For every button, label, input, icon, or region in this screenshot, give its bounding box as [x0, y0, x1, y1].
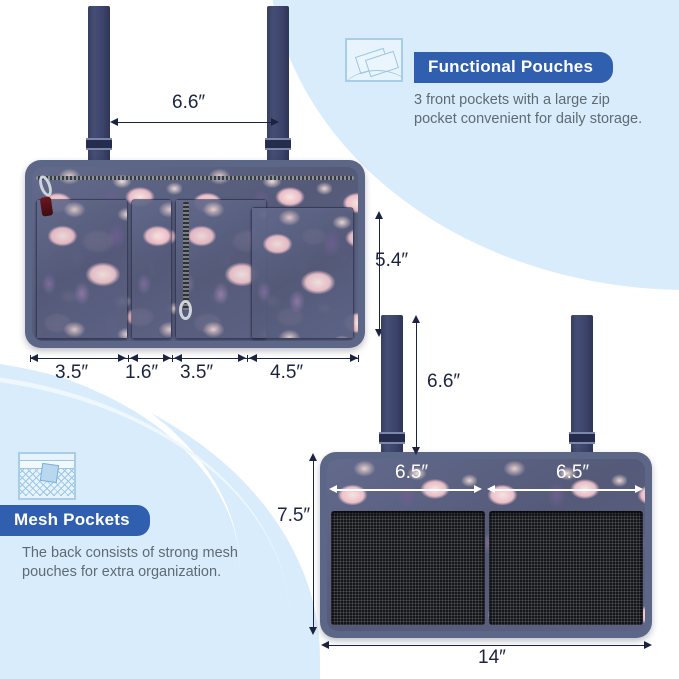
- front-pocket-2-fabric: [132, 200, 171, 338]
- feature-mesh-pockets-badge-wrap: Mesh Pockets: [0, 505, 150, 536]
- dim-back-strap-line: [416, 322, 417, 448]
- dim-back-height: 7.5″: [277, 505, 311, 526]
- back-strap-right: [571, 315, 593, 455]
- dim-back-height-line: [313, 460, 314, 628]
- feature-functional-pouches-badge-wrap: Functional Pouches: [414, 52, 614, 83]
- dim-front-strap-spacing: 6.6″: [172, 92, 206, 113]
- back-strap-left-buckle: [379, 432, 405, 444]
- back-strap-left: [381, 315, 403, 455]
- dim-front-tick-2: [172, 355, 173, 362]
- dim-front-height-arrow-up: [375, 211, 383, 219]
- dim-front-w3-arrow-r: [350, 354, 358, 362]
- dim-back-width: 14″: [478, 647, 506, 668]
- back-organizer-face: [327, 459, 645, 631]
- front-pocket-1: [36, 199, 128, 339]
- back-organizer-body: [320, 452, 652, 638]
- front-pocket-2: [131, 199, 172, 339]
- feature-functional-pouches-desc-wrap: 3 front pockets with a large zip pocket …: [414, 85, 672, 129]
- dim-back-mesh-line-2: [490, 489, 638, 491]
- mesh-icon: [18, 452, 76, 500]
- dim-back-strap-length: 6.6″: [427, 371, 461, 392]
- dim-back-mesh-arrow-l1: [329, 485, 337, 493]
- front-organizer-face: [32, 167, 358, 341]
- dim-front-strap-arrow-left: [110, 118, 118, 126]
- front-strap-left-buckle: [86, 138, 112, 150]
- dim-front-height: 5.4″: [375, 250, 409, 271]
- dim-back-width-arrow-r: [644, 641, 652, 649]
- dim-back-height-arrow-down: [309, 627, 317, 635]
- front-zip-pocket: [251, 207, 354, 339]
- back-strap-right-buckle: [569, 432, 595, 444]
- dim-back-width-arrow-l: [321, 641, 329, 649]
- pouch-icon: [345, 38, 403, 82]
- feature-mesh-pockets-desc-wrap: The back consists of strong mesh pouches…: [22, 538, 287, 582]
- dim-front-width-1: 3.5″: [55, 362, 89, 383]
- feature-mesh-pockets: [18, 452, 76, 500]
- front-vertical-zipper: [183, 202, 189, 310]
- dim-front-w2-arrow-r: [238, 354, 246, 362]
- dim-front-tick-1: [128, 355, 129, 362]
- dim-back-strap-arrow-down: [412, 447, 420, 455]
- dim-front-tick-3: [247, 355, 248, 362]
- dim-front-w0-arrow-r: [118, 354, 126, 362]
- dim-back-height-arrow-up: [309, 453, 317, 461]
- front-zipper-pull-ring: [179, 300, 192, 320]
- dim-front-width-4: 4.5″: [270, 362, 304, 383]
- dim-front-w1-arrow-r: [163, 354, 171, 362]
- dim-front-strap-spacing-line: [117, 122, 273, 123]
- front-pocket-1-fabric: [37, 200, 127, 338]
- dim-back-mesh-arrow-r1: [474, 485, 482, 493]
- front-zip-pocket-fabric: [252, 208, 353, 338]
- front-strap-right-buckle: [265, 138, 291, 150]
- dim-front-w3-arrow-l: [249, 354, 257, 362]
- dim-back-mesh-line-1: [332, 489, 477, 491]
- dim-back-mesh-width-2: 6.5″: [556, 462, 590, 483]
- front-organizer-body: [25, 160, 365, 348]
- dim-front-w2-arrow-l: [174, 354, 182, 362]
- description-functional-pouches: 3 front pockets with a large zip pocket …: [414, 92, 643, 128]
- dim-front-w0-arrow-l: [30, 354, 38, 362]
- badge-mesh-pockets: Mesh Pockets: [0, 505, 150, 536]
- back-mesh-pocket-left: [331, 511, 485, 625]
- dim-back-mesh-arrow-l2: [487, 485, 495, 493]
- front-strap-left: [88, 6, 110, 164]
- dim-back-mesh-width-1: 6.5″: [395, 462, 429, 483]
- dim-front-w1-arrow-l: [130, 354, 138, 362]
- dim-front-height-line: [379, 218, 380, 330]
- pouch-icon-curve: [347, 70, 401, 80]
- feature-functional-pouches: [345, 38, 403, 82]
- dim-front-widths-baseline: [30, 358, 358, 359]
- dim-back-strap-arrow-up: [412, 315, 420, 323]
- back-mesh-pocket-right: [489, 511, 643, 625]
- dim-back-mesh-arrow-r2: [635, 485, 643, 493]
- front-top-zipper: [36, 176, 354, 180]
- dim-front-width-3: 3.5″: [180, 362, 214, 383]
- dim-front-height-arrow-down: [375, 329, 383, 337]
- dim-back-width-line: [328, 645, 646, 646]
- mesh-icon-card: [39, 462, 60, 484]
- badge-functional-pouches: Functional Pouches: [414, 52, 614, 83]
- dim-front-width-2: 1.6″: [125, 362, 159, 383]
- description-mesh-pockets: The back consists of strong mesh pouches…: [22, 545, 238, 581]
- dim-front-tick-4: [358, 355, 359, 362]
- dim-front-strap-arrow-right: [271, 118, 279, 126]
